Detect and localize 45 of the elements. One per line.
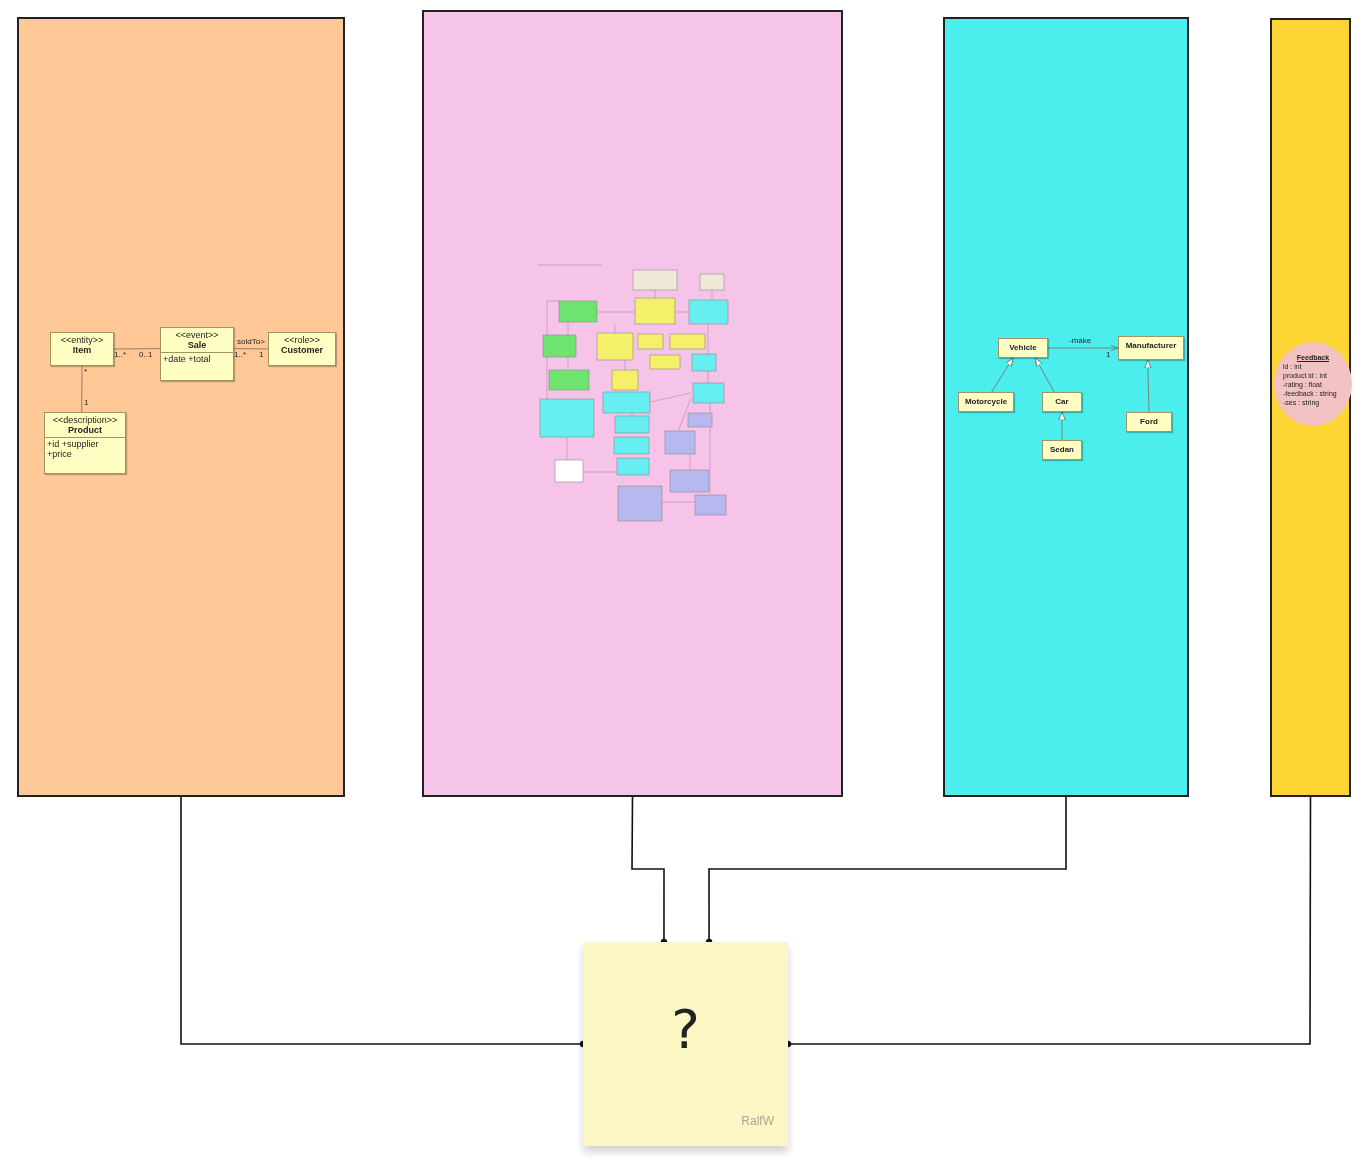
multiplicity-label: 1..* — [114, 350, 126, 359]
edge-label: soldTo> — [237, 336, 265, 346]
class-name: Manufacturer — [1124, 341, 1178, 351]
class-box — [268, 332, 336, 366]
stereotype-text: <<description>> — [51, 415, 119, 425]
multiplicity-label: 0..1 — [139, 350, 153, 359]
class-box — [44, 412, 126, 474]
class-box — [1042, 440, 1082, 460]
class-name: Sedan — [1049, 445, 1075, 455]
multiplicity-label: 1..* — [234, 350, 246, 359]
class-name: Product — [67, 425, 103, 435]
association-line — [113, 348, 161, 350]
attribute-list: +id +supplier +price — [45, 437, 125, 460]
class-box — [1126, 412, 1172, 432]
class-box — [1118, 336, 1184, 360]
multiplicity-label: * — [84, 367, 88, 376]
class-box — [50, 332, 114, 366]
association-line — [81, 365, 83, 413]
class-name: Motorcycle — [963, 397, 1009, 407]
panel — [1270, 18, 1351, 797]
author-signature: RalfW — [741, 1114, 774, 1128]
multiplicity-label: 1 — [259, 350, 264, 359]
class-name: Sale — [186, 340, 208, 350]
class-box — [998, 338, 1048, 358]
class-name: Vehicle — [1008, 343, 1038, 353]
association-line — [233, 348, 269, 350]
panel — [422, 10, 843, 797]
class-name: Car — [1054, 397, 1070, 407]
panel — [943, 17, 1189, 797]
class-box — [160, 327, 234, 381]
class-name: Item — [71, 345, 93, 355]
question-mark: ? — [670, 1000, 701, 1060]
attribute-list: +date +total — [161, 352, 233, 365]
multiplicity-label: 1 — [1106, 350, 1111, 359]
class-name: Ford — [1139, 417, 1159, 427]
class-box — [1042, 392, 1082, 412]
stereotype-text: <<event>> — [174, 330, 220, 340]
panel — [17, 17, 345, 797]
edge-label: -make — [1069, 336, 1092, 345]
class-name: Customer — [280, 345, 324, 355]
class-box — [958, 392, 1014, 412]
sticky-note — [583, 942, 788, 1146]
stereotype-text: <<role>> — [283, 335, 321, 345]
stereotype-text: <<entity>> — [59, 335, 105, 345]
multiplicity-label: 1 — [84, 398, 89, 407]
